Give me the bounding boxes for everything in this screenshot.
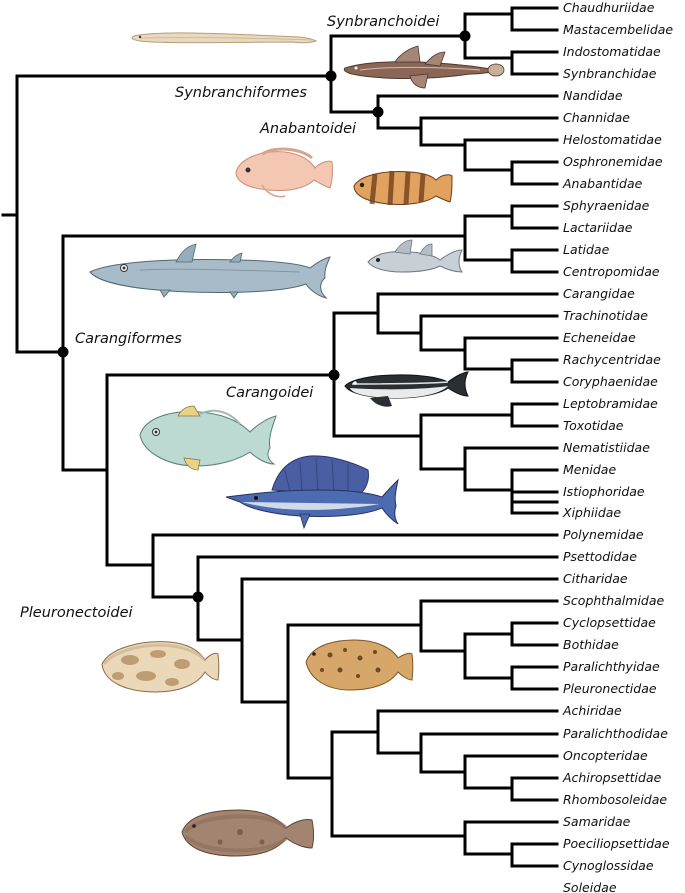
taxon-label: Xiphiidae bbox=[562, 505, 621, 520]
taxon-label: Achiridae bbox=[562, 703, 622, 718]
taxon-label: Psettodidae bbox=[563, 549, 637, 564]
taxon-label: Menidae bbox=[563, 462, 616, 477]
node-dot-synbranchoidei bbox=[459, 30, 471, 42]
node-dot-anabantoidei bbox=[372, 106, 384, 118]
fish-illustrations bbox=[89, 32, 505, 857]
taxon-label: Rhombosoleidae bbox=[563, 792, 667, 807]
taxon-label: Indostomatidae bbox=[563, 44, 661, 59]
taxon-label: Coryphaenidae bbox=[563, 374, 658, 389]
clade-label-synbranchiformes: Synbranchiformes bbox=[175, 85, 307, 101]
taxon-label: Nematistiidae bbox=[563, 440, 650, 455]
taxon-label: Sphyraenidae bbox=[563, 198, 650, 213]
taxon-label: Lactariidae bbox=[563, 220, 633, 235]
taxon-label: Helostomatidae bbox=[563, 132, 662, 147]
taxon-label: Anabantidae bbox=[562, 176, 643, 191]
gourami-icon bbox=[235, 147, 333, 198]
cobia-icon bbox=[344, 371, 469, 407]
taxon-label: Latidae bbox=[563, 242, 610, 257]
clade-labels: Synbranchoidei Synbranchiformes Anabanto… bbox=[20, 14, 439, 621]
clade-label-anabantoidei: Anabantoidei bbox=[259, 121, 356, 137]
node-dot-carangiformes bbox=[57, 346, 69, 358]
clade-label-synbranchoidei: Synbranchoidei bbox=[327, 14, 439, 30]
taxon-label: Nandidae bbox=[563, 88, 623, 103]
taxon-label: Echeneidae bbox=[563, 330, 636, 345]
tree-branches bbox=[1, 6, 559, 868]
trevally-icon bbox=[139, 405, 277, 471]
taxon-label: Pleuronectidae bbox=[563, 681, 657, 696]
taxon-label: Oncopteridae bbox=[563, 748, 648, 763]
taxon-label: Samaridae bbox=[563, 814, 631, 829]
node-dot-carangoidei bbox=[328, 369, 340, 381]
node-dot-pleuronectoidei bbox=[192, 591, 204, 603]
spiny-eel-icon bbox=[343, 45, 505, 89]
taxon-label: Cynoglossidae bbox=[563, 858, 654, 873]
node-dot-synbranchiformes bbox=[325, 70, 337, 82]
clade-label-pleuronectoidei: Pleuronectoidei bbox=[20, 605, 133, 621]
taxon-label: Mastacembelidae bbox=[563, 22, 673, 37]
node-markers bbox=[57, 30, 471, 603]
taxon-label: Osphronemidae bbox=[563, 154, 663, 169]
snook-icon bbox=[367, 239, 463, 273]
leaffish-icon bbox=[353, 170, 453, 206]
taxon-label: Citharidae bbox=[563, 571, 628, 586]
taxon-label: Achiropsettidae bbox=[562, 770, 662, 785]
taxon-label: Channidae bbox=[563, 110, 630, 125]
eel-icon bbox=[131, 32, 318, 44]
taxon-label: Centropomidae bbox=[563, 264, 660, 279]
taxon-label: Rachycentridae bbox=[563, 352, 661, 367]
clade-label-carangoidei: Carangoidei bbox=[226, 385, 313, 401]
taxon-label: Istiophoridae bbox=[563, 484, 645, 499]
taxon-label: Toxotidae bbox=[563, 418, 624, 433]
taxon-label: Paralichthyidae bbox=[563, 659, 660, 674]
taxon-label: Paralichthodidae bbox=[563, 726, 668, 741]
turbot-icon bbox=[305, 639, 414, 691]
taxon-label: Soleidae bbox=[563, 880, 617, 893]
barracuda-icon bbox=[89, 243, 331, 299]
taxon-label: Bothidae bbox=[563, 637, 619, 652]
taxon-label: Synbranchidae bbox=[563, 66, 657, 81]
flounder-spotted-icon bbox=[101, 641, 220, 693]
sole-icon bbox=[181, 809, 314, 857]
taxon-label: Poeciliopsettidae bbox=[563, 836, 670, 851]
taxon-labels: Chaudhuriidae Mastacembelidae Indostomat… bbox=[562, 0, 673, 893]
taxon-label: Scophthalmidae bbox=[563, 593, 665, 608]
clade-label-carangiformes: Carangiformes bbox=[75, 331, 182, 347]
sailfish-icon bbox=[225, 455, 399, 530]
taxon-label: Carangidae bbox=[563, 286, 635, 301]
taxon-label: Chaudhuriidae bbox=[563, 0, 655, 15]
taxon-label: Trachinotidae bbox=[563, 308, 648, 323]
taxon-label: Polynemidae bbox=[563, 527, 644, 542]
taxon-label: Leptobramidae bbox=[563, 396, 658, 411]
taxon-label: Cyclopsettidae bbox=[563, 615, 656, 630]
